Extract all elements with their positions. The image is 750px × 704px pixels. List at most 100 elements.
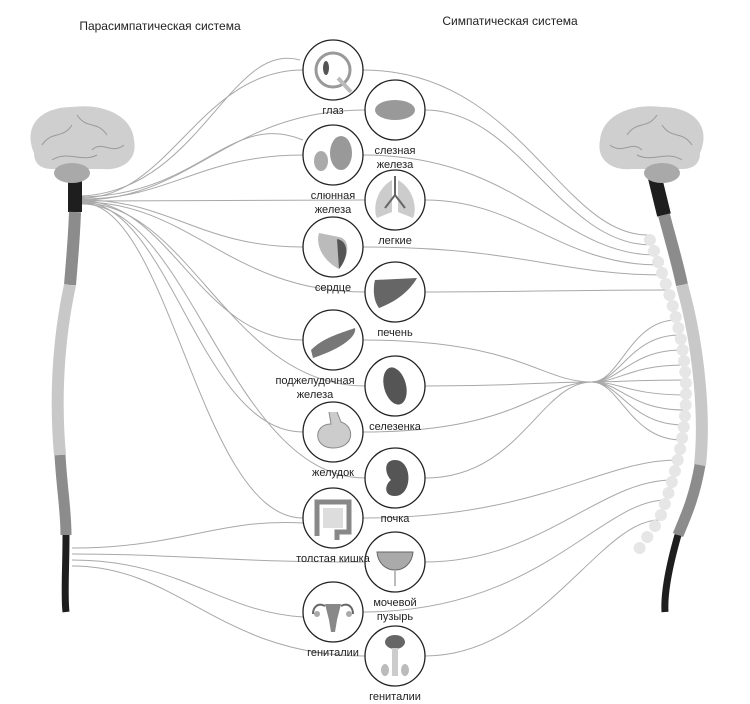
left-thoracic-segment: [51, 283, 76, 456]
right-thoracic-segment: [676, 283, 708, 466]
nerve-line: [424, 199, 660, 266]
nerve-line: [362, 339, 593, 383]
parasympathetic-title: Парасимпатическая система: [79, 19, 241, 33]
organ-label: пузырь: [377, 611, 414, 623]
ganglion: [674, 443, 687, 455]
organ-label: сердце: [315, 282, 351, 294]
nerve-line: [424, 289, 668, 293]
male-genitals-icon: [381, 635, 409, 676]
nerve-line: [71, 559, 304, 618]
organ-label: легкие: [378, 235, 412, 247]
nerve-line: [362, 459, 678, 519]
salivary-gland-icon: [314, 136, 352, 171]
nerve-line: [362, 154, 656, 256]
organ-label: слюнная: [311, 190, 355, 202]
nerve-line: [591, 381, 685, 426]
brain-fold: [41, 124, 73, 146]
organ-label: гениталии: [369, 691, 421, 703]
nerve-line: [81, 202, 366, 387]
organ-spleen: [364, 355, 426, 417]
kidney-icon: [386, 460, 409, 496]
left-cervical-segment: [64, 211, 81, 286]
organ-pancreas: [302, 309, 364, 371]
sympathetic-title: Симпатическая система: [442, 14, 578, 28]
nerve-line: [81, 201, 304, 433]
nerve-line: [362, 246, 663, 276]
nerve-line: [81, 201, 366, 293]
spinal-cords: [30, 106, 708, 613]
ganglion: [679, 377, 692, 389]
ganglion: [676, 344, 689, 356]
organ-bladder: [364, 531, 426, 593]
nerve-line: [81, 57, 301, 197]
ganglion: [678, 355, 691, 367]
organ-lacrimal: [364, 79, 426, 141]
organ-circles: [302, 39, 426, 687]
nerve-line: [591, 319, 677, 383]
eye-icon: [314, 51, 353, 94]
nerve-line: [81, 200, 304, 341]
brain-fold: [91, 144, 125, 151]
nerve-line: [424, 519, 660, 657]
nerve-line: [591, 349, 683, 383]
organ-genitals-m: [364, 625, 426, 687]
ganglion: [678, 410, 691, 422]
organ-colon: [302, 487, 364, 549]
nerve-line: [362, 499, 667, 613]
stomach-icon: [317, 411, 351, 449]
female-genitals-icon: [312, 603, 354, 632]
left-brain: [30, 106, 135, 183]
organ-genitals-f: [302, 581, 364, 643]
cerebellum: [54, 163, 90, 183]
organ-lungs: [364, 169, 426, 231]
cerebrum: [599, 106, 704, 170]
organ-label: почка: [381, 513, 411, 525]
nerve-line: [591, 379, 686, 383]
spleen-icon: [383, 367, 407, 405]
brain-fold: [626, 114, 658, 136]
organ-liver: [364, 261, 426, 323]
ganglion: [659, 278, 672, 290]
cerebrum: [30, 106, 135, 170]
right-lumbar-segment: [672, 464, 706, 538]
organ-stomach: [302, 401, 364, 463]
ganglion: [643, 234, 656, 246]
nerve-line: [362, 69, 649, 236]
right-brain: [599, 106, 704, 183]
ganglion: [648, 245, 661, 257]
organ-label: гениталии: [307, 647, 359, 659]
liver-icon: [373, 278, 417, 308]
nerve-line: [591, 334, 680, 383]
organ-label: железа: [297, 389, 334, 401]
nerve-line: [71, 553, 366, 563]
brain-fold: [51, 154, 98, 161]
organ-label: желудок: [312, 467, 354, 479]
nerve-line: [424, 109, 652, 246]
ganglion: [658, 498, 671, 510]
nerve-line: [424, 381, 593, 387]
ganglion: [679, 388, 692, 400]
organ-circle: [302, 39, 364, 101]
ganglion: [633, 542, 646, 554]
nerve-line: [71, 521, 304, 549]
organ-label: глаз: [322, 105, 343, 117]
ganglion: [679, 366, 692, 378]
right-cervical-segment: [658, 213, 688, 287]
nerve-line: [362, 381, 593, 433]
ganglion: [666, 300, 679, 312]
right-brainstem: [648, 176, 671, 217]
organ-heart: [302, 216, 364, 278]
left-sacral-segment: [61, 534, 70, 613]
ganglion: [674, 333, 687, 345]
organ-labels: глазслезнаяжелезаслюннаяжелезалегкиесерд…: [275, 105, 421, 703]
ganglion: [669, 311, 682, 323]
nerve-line: [81, 199, 366, 202]
ganglion: [649, 520, 662, 532]
ganglion: [679, 399, 692, 411]
ganglion: [641, 531, 654, 543]
nerve-line: [424, 381, 593, 479]
brain-fold: [636, 154, 683, 161]
nerve-line: [81, 199, 304, 248]
organ-salivary: [302, 124, 364, 186]
